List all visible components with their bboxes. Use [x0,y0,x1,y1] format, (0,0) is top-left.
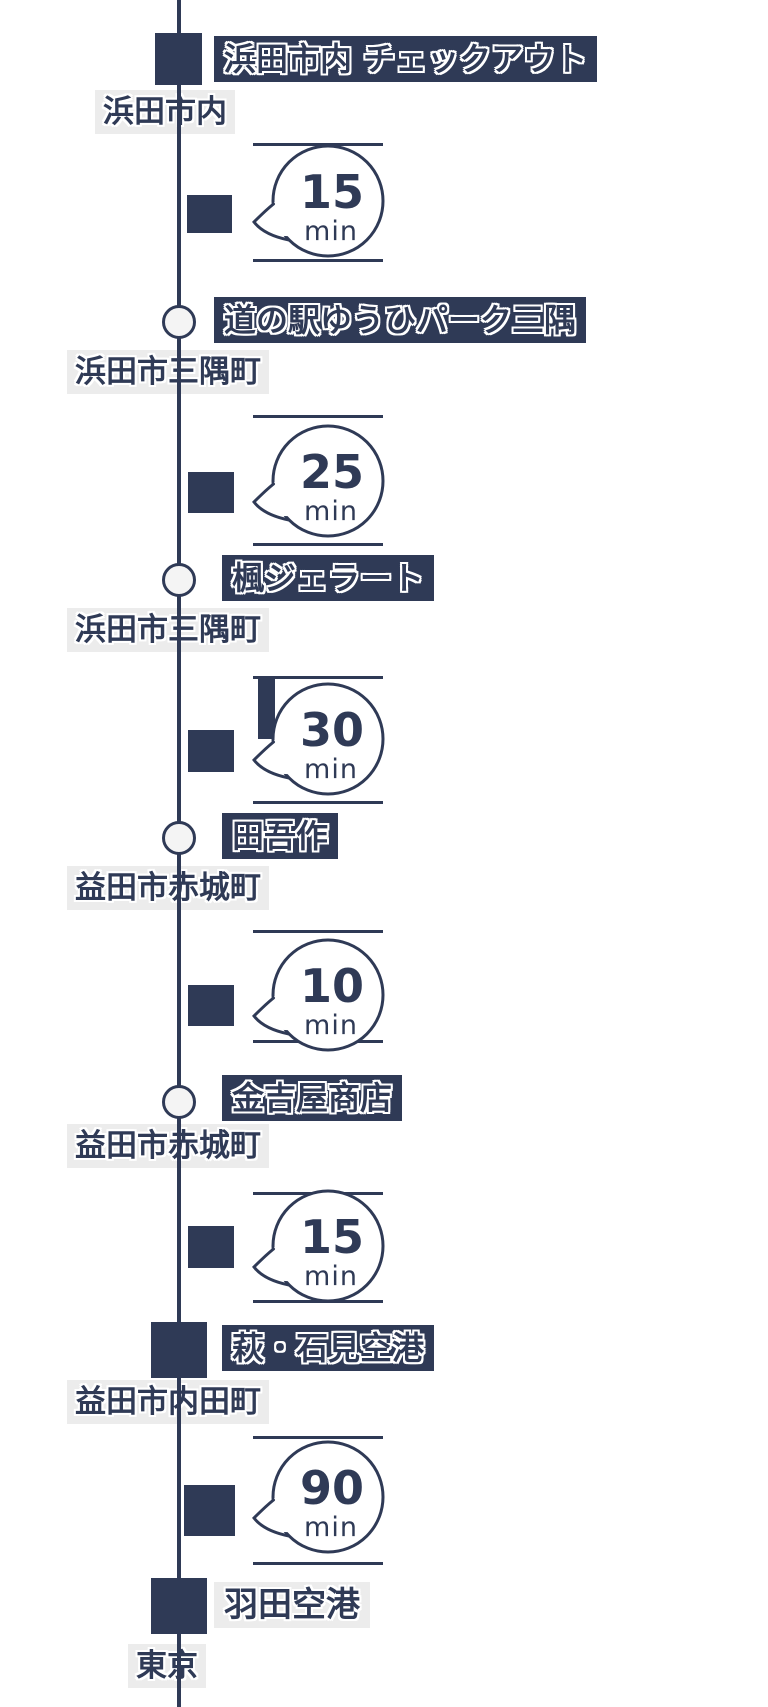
station-label: 楓ジェラート [222,555,435,601]
station-area-label: 東京 [128,1644,206,1688]
travel-unit: min [304,1512,358,1543]
station-label: 萩・石見空港 [222,1325,435,1371]
station-area-text: 益田市赤城町 [75,1128,261,1164]
station-area-text: 浜田市内 [103,94,227,130]
station-label: 道の駅ゆうひパーク三隅 [214,297,587,343]
station-area-label: 益田市赤城町 [67,1124,269,1168]
travel-minutes: 15 [300,1210,364,1264]
travel-time-bubble: 30 min [252,682,385,796]
travel-time-bubble: 15 min [252,1189,385,1303]
car-square-icon [187,195,232,233]
car-square-icon [188,472,234,513]
segment-rule-bottom [253,543,383,546]
segment-rule-top [253,1436,383,1439]
station-area-text: 益田市赤城町 [75,870,261,906]
station-area-label: 益田市赤城町 [67,866,269,910]
station-area-text: 益田市内田町 [75,1384,261,1420]
station-area-label: 益田市内田町 [67,1380,269,1424]
segment-rule-top [253,930,383,933]
station-marker-circle [162,305,196,339]
segment-rule-top [253,676,383,679]
travel-minutes: 90 [300,1461,364,1515]
station-area-label: 浜田市三隅町 [67,350,269,394]
station-marker-square [151,1322,207,1378]
travel-unit: min [304,496,358,527]
travel-time-bubble: 25 min [252,424,385,538]
station-area-text: 浜田市三隅町 [75,612,261,648]
travel-unit: min [304,216,358,247]
glitch-bar [258,677,275,739]
car-square-icon [188,985,234,1026]
station-area-text: 浜田市三隅町 [75,354,261,390]
station-marker-square [155,33,202,85]
travel-time-bubble: 15 min [252,144,385,258]
travel-minutes: 30 [300,703,364,757]
travel-unit: min [304,1261,358,1292]
car-square-icon [188,730,234,772]
station-label: 羽田空港 [214,1582,370,1628]
travel-minutes: 25 [300,445,364,499]
station-label: 田吾作 [222,813,339,859]
car-square-icon [184,1485,235,1536]
segment-rule-top [253,143,383,146]
station-area-label: 浜田市内 [95,90,235,134]
travel-minutes: 15 [300,165,364,219]
travel-unit: min [304,754,358,785]
station-label: 浜田市内 チェックアウト [214,36,598,82]
travel-time-bubble: 90 min [252,1440,385,1554]
car-square-icon [188,1226,234,1268]
travel-minutes: 10 [300,959,364,1013]
station-marker-square [151,1578,207,1634]
station-marker-circle [162,821,196,855]
segment-rule-bottom [253,801,383,804]
station-area-text: 東京 [136,1648,198,1684]
station-marker-circle [162,563,196,597]
travel-time-bubble: 10 min [252,938,385,1052]
travel-unit: min [304,1010,358,1041]
segment-rule-bottom [253,1562,383,1565]
station-label: 金吉屋商店 [222,1075,403,1121]
station-area-label: 浜田市三隅町 [67,608,269,652]
station-marker-circle [162,1085,196,1119]
segment-rule-top [253,415,383,418]
segment-rule-bottom [253,259,383,262]
